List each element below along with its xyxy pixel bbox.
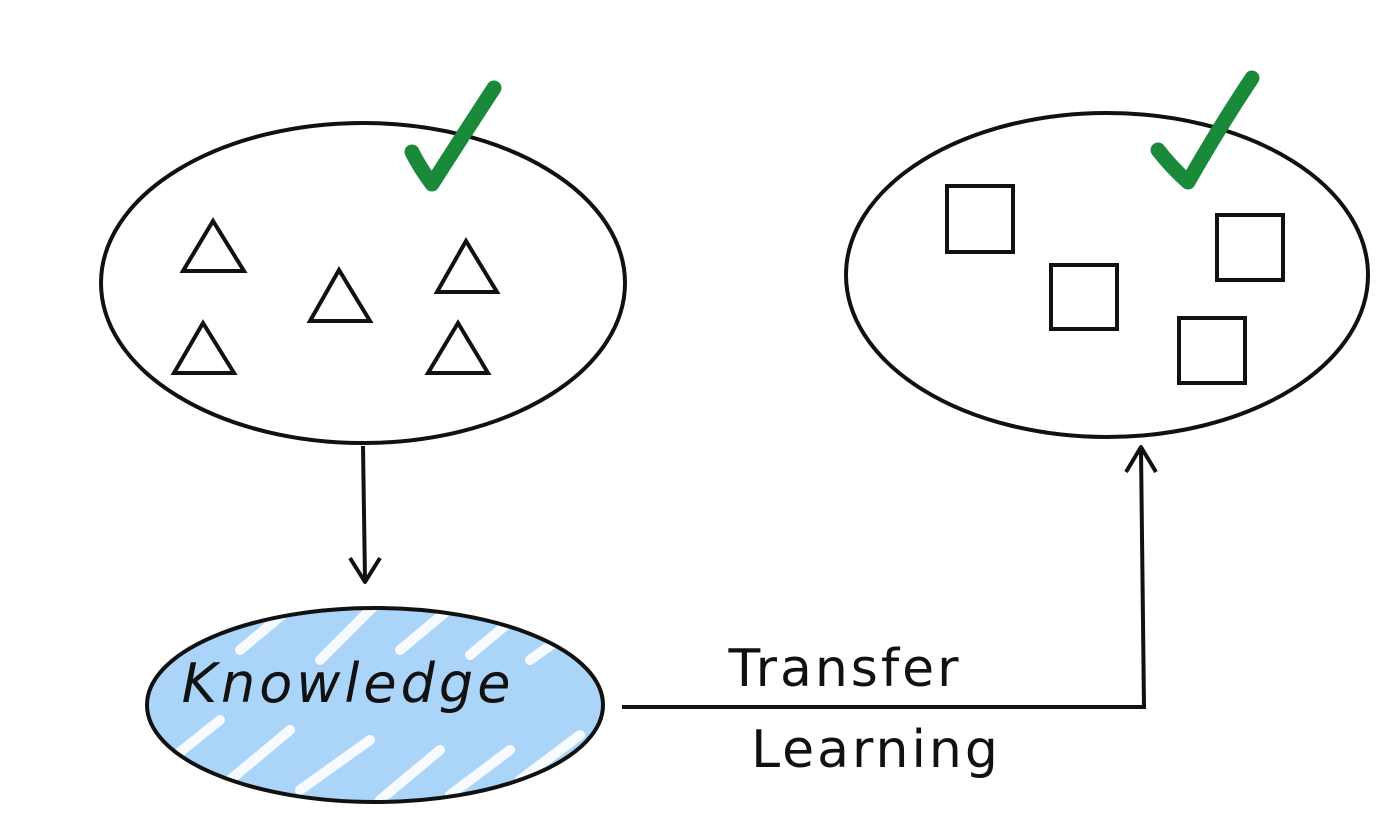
knowledge-label: Knowledge bbox=[182, 652, 515, 715]
edge-label-line1: Transfer bbox=[727, 639, 961, 699]
triangle-shape bbox=[170, 319, 238, 375]
square-shape bbox=[1177, 316, 1247, 385]
source-domain bbox=[99, 80, 627, 445]
square-shape bbox=[945, 184, 1015, 254]
triangle-shape bbox=[433, 237, 501, 294]
source-domain-ellipse bbox=[99, 121, 627, 445]
square-shape bbox=[1215, 213, 1285, 282]
transfer-arrow bbox=[622, 445, 1158, 709]
edge-label-line2: Learning bbox=[751, 720, 1001, 780]
square-shape bbox=[1049, 263, 1119, 331]
green-check-icon bbox=[1150, 70, 1260, 190]
target-domain bbox=[844, 70, 1370, 439]
knowledge-fill bbox=[147, 608, 603, 802]
knowledge-ellipse bbox=[145, 606, 605, 804]
down-arrow bbox=[348, 445, 382, 584]
knowledge-node: Knowledge bbox=[145, 606, 605, 804]
target-domain-ellipse bbox=[844, 111, 1370, 439]
triangle-shape bbox=[424, 319, 492, 375]
triangle-shape bbox=[306, 266, 374, 323]
green-check-icon bbox=[404, 80, 502, 192]
triangle-shape bbox=[179, 217, 248, 273]
